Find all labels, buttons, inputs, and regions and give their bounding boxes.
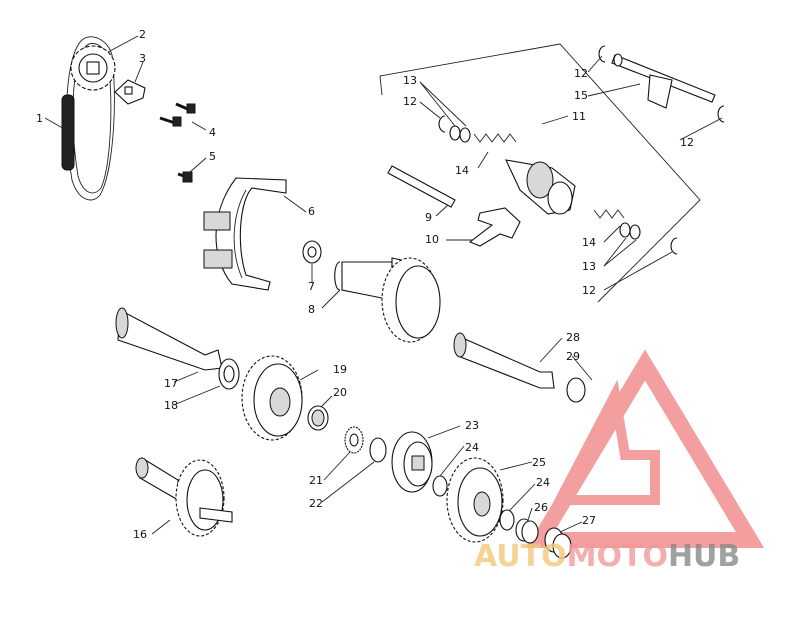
callout-5: 5: [209, 150, 216, 163]
shaft-part-28: [453, 332, 555, 389]
callout-10: 10: [425, 233, 439, 246]
callout-6: 6: [308, 205, 315, 218]
shift-rod-part-9: [387, 165, 456, 208]
circlips-part-12: [438, 45, 725, 255]
callout-labels: 1 2 3 4 5 6 7 8 9 10 11 12 12 12 12 13 1…: [36, 28, 694, 541]
callout-2: 2: [139, 28, 146, 41]
springs-part-14: [473, 133, 625, 219]
bushing-part-26: [515, 518, 539, 544]
callout-22: 22: [309, 497, 323, 510]
leader-lines: [44, 35, 723, 535]
bolt-part-5: [177, 171, 193, 183]
callout-11: 11: [572, 110, 586, 123]
callout-15: 15: [574, 89, 588, 102]
watermark-logo: [525, 349, 765, 548]
circlip-part-22: [369, 437, 387, 463]
gear-part-19: [241, 355, 303, 441]
callout-1: 1: [36, 112, 43, 125]
shift-drum-part: [505, 159, 576, 215]
callout-12c: 12: [680, 136, 694, 149]
washer-part-7: [302, 240, 322, 264]
watermark-auto: AUTO: [474, 539, 567, 574]
callout-16: 16: [133, 528, 147, 541]
callout-14a: 14: [455, 164, 469, 177]
gear-shaft-part-8: [334, 257, 441, 343]
callout-17: 17: [164, 377, 178, 390]
callout-25: 25: [532, 456, 546, 469]
dog-gear-part-23: [391, 431, 433, 493]
shift-fork-part-10: [468, 207, 521, 247]
watermark-wordmark: AUTOMOTOHUB: [474, 539, 740, 574]
o-rings-part-13: [449, 125, 641, 240]
circlip-part-29: [566, 377, 586, 403]
callout-26: 26: [534, 501, 548, 514]
callout-13b: 13: [582, 260, 596, 273]
gear-part-25: [446, 457, 504, 543]
watermark-moto: MOTO: [567, 539, 668, 574]
callout-7: 7: [308, 280, 315, 293]
bushing-part-20: [307, 405, 329, 431]
washer-part-24a: [432, 475, 448, 497]
callout-13a: 13: [403, 74, 417, 87]
callout-27: 27: [582, 514, 596, 527]
assembly-frame-part-11: [379, 43, 701, 303]
callout-12a: 12: [403, 95, 417, 108]
callout-12b: 12: [574, 67, 588, 80]
lock-plate-part-3: [114, 79, 146, 105]
callout-3: 3: [139, 52, 146, 65]
gear-shaft-part-16: [135, 457, 233, 537]
countershaft-part-17: [115, 307, 223, 371]
callout-24b: 24: [536, 476, 550, 489]
svg-text:AUTOMOTOHUB: AUTOMOTOHUB: [474, 539, 740, 574]
chain-cover-part-6: [203, 177, 287, 291]
callout-8: 8: [308, 303, 315, 316]
callout-23: 23: [465, 419, 479, 432]
callout-29: 29: [566, 350, 580, 363]
washer-part-27: [544, 527, 572, 559]
callout-4: 4: [209, 126, 216, 139]
washer-part-24b: [499, 509, 515, 531]
callout-19: 19: [333, 363, 347, 376]
bolts-part-4: [159, 102, 196, 127]
callout-14b: 14: [582, 236, 596, 249]
callout-24a: 24: [465, 441, 479, 454]
callout-21: 21: [309, 474, 323, 487]
sprocket-part-2: [70, 45, 116, 91]
spline-washer-part-21: [344, 426, 364, 454]
callout-28: 28: [566, 331, 580, 344]
callout-20: 20: [333, 386, 347, 399]
washer-part-18: [218, 358, 240, 390]
shaft-part-15: [611, 53, 716, 109]
callout-12d: 12: [582, 284, 596, 297]
callout-18: 18: [164, 399, 178, 412]
callout-9: 9: [425, 211, 432, 224]
watermark-hub: HUB: [668, 539, 740, 574]
